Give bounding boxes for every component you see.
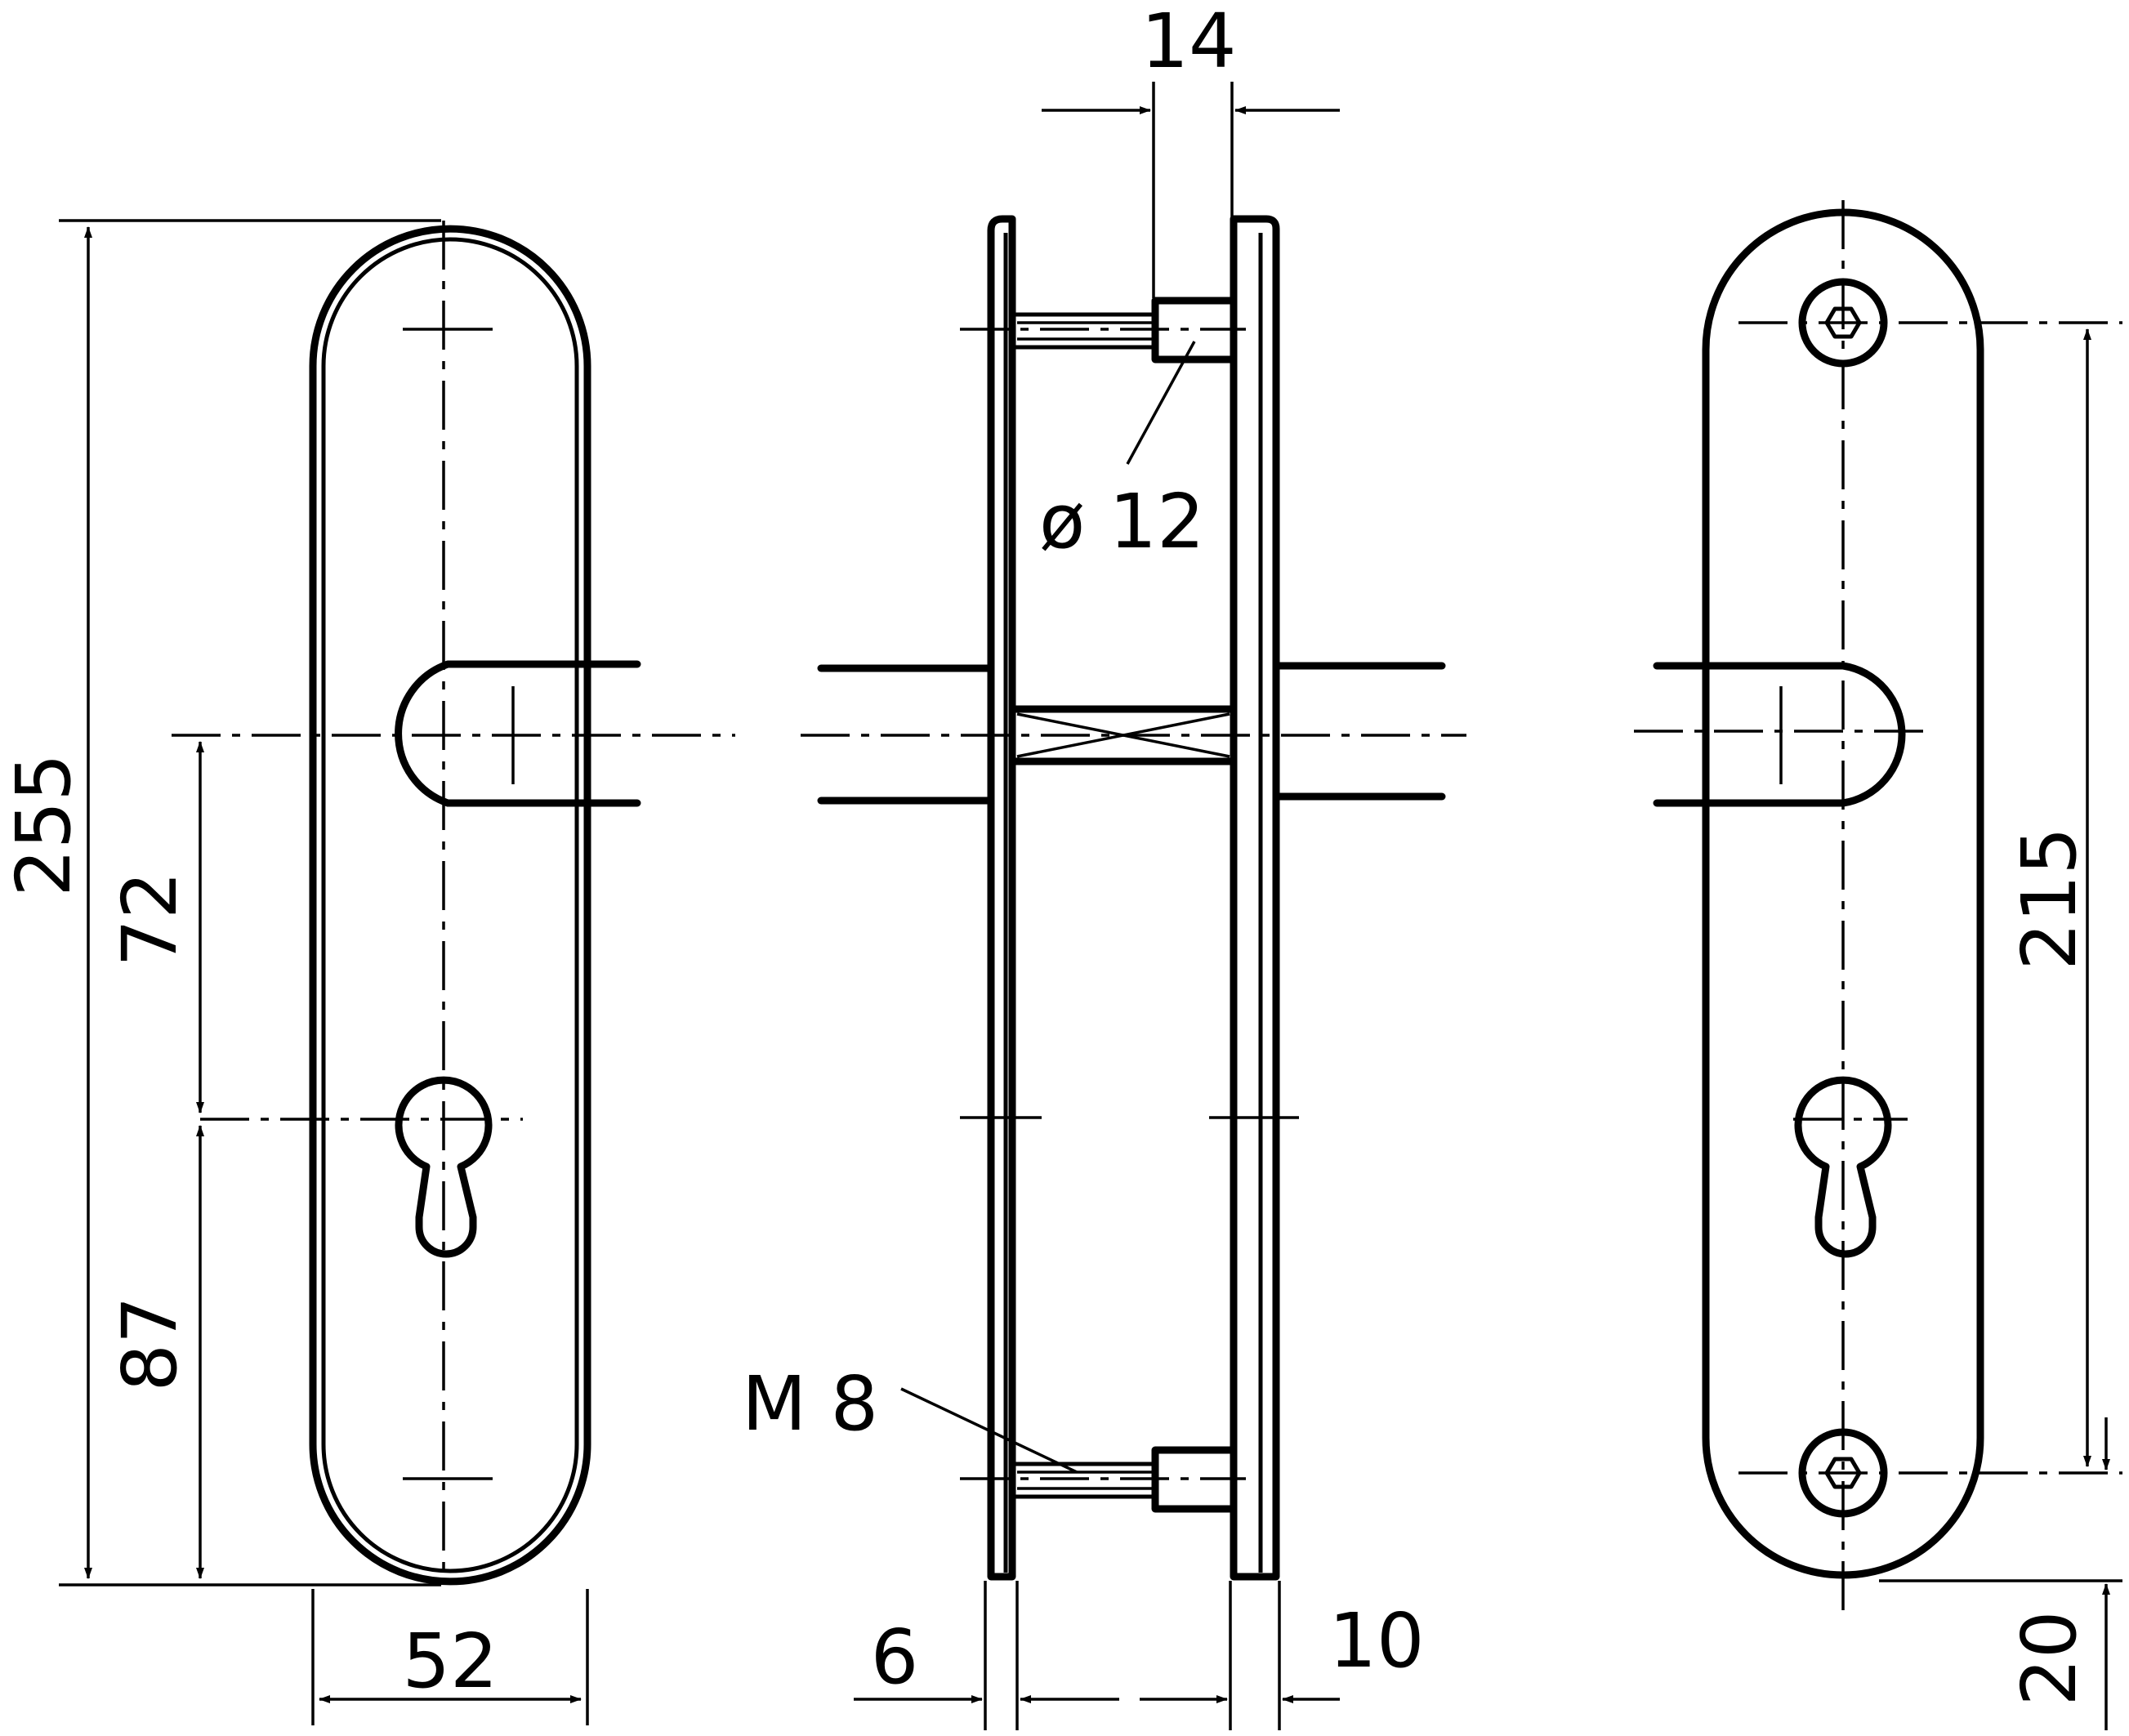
dim-m8-label: M 8 [742, 1360, 878, 1448]
side-view: 14 ø 12 M 8 6 10 [742, 0, 1466, 1730]
dim-20-label: 20 [2006, 1610, 2093, 1706]
dim-diam12-leader [1126, 341, 1196, 465]
dim-215-label: 215 [2006, 827, 2093, 971]
side-outer-plate [987, 215, 1016, 1581]
side-bottom-bolt-shank [1010, 1462, 1158, 1499]
side-top-bolt-shank [1010, 312, 1158, 350]
dim-6-label: 6 [871, 1613, 919, 1701]
rear-plate-outline [1702, 208, 1984, 1579]
front-handle-rose [395, 660, 641, 807]
dim-255-label: 255 [0, 753, 87, 897]
front-keyhole [395, 1076, 493, 1258]
dim-m8-leader [900, 1387, 1078, 1474]
dim-diam12-label: ø 12 [1039, 478, 1205, 565]
front-plate-outline [309, 225, 591, 1586]
dim-14-label: 14 [1140, 0, 1236, 85]
side-inner-plate [1230, 215, 1280, 1581]
rear-view: 215 20 [1634, 200, 2122, 1730]
dim-72-label: 72 [106, 871, 194, 966]
front-view: 255 72 87 52 [0, 219, 735, 1725]
dim-10-label: 10 [1328, 1597, 1424, 1685]
rear-keyhole [1794, 1076, 1892, 1258]
dim-87-label: 87 [106, 1296, 194, 1391]
dim-52-label: 52 [402, 1618, 498, 1705]
rear-handle-rose [1653, 662, 1906, 807]
front-plate-inner-edge [321, 237, 579, 1573]
